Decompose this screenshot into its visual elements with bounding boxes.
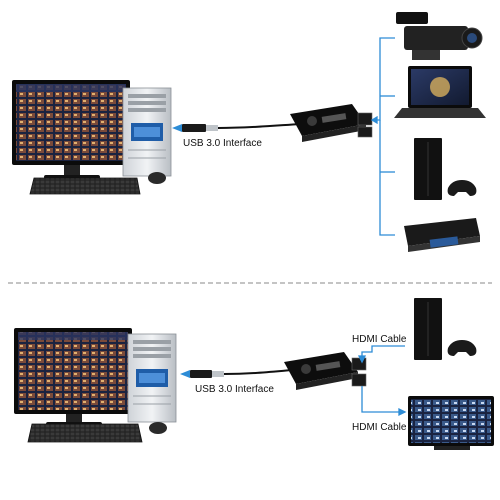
hdmi-output-label: HDMI Cable (352, 422, 407, 433)
bottom-pc-tower (127, 333, 177, 423)
top-mouse (148, 172, 166, 184)
top-hdmi-connectors (370, 37, 395, 236)
bottom-monitor (14, 328, 132, 426)
top-capture-device (290, 104, 373, 142)
bottom-game-console (414, 298, 477, 360)
bottom-tv-display (408, 396, 494, 450)
top-keyboard (29, 177, 141, 195)
bottom-mouse (149, 422, 167, 434)
bottom-keyboard (27, 423, 143, 443)
hdmi-input-label: HDMI Cable (352, 334, 407, 345)
blu-ray-device (404, 218, 480, 252)
laptop-device (394, 66, 486, 118)
top-usb-label: USB 3.0 Interface (183, 138, 262, 149)
game-console-device (414, 138, 477, 200)
bottom-usb-label: USB 3.0 Interface (195, 384, 274, 395)
bottom-usb-cable (180, 369, 293, 378)
camcorder-device (396, 12, 483, 60)
top-usb-cable (172, 123, 301, 132)
top-monitor (12, 80, 130, 179)
top-pc-tower (122, 87, 172, 177)
bottom-setup: USB 3.0 Interface HDMI Cable HDMI Cable (14, 298, 494, 450)
bottom-capture-device (284, 352, 367, 390)
bottom-hdmi-connectors (357, 345, 407, 417)
top-setup: USB 3.0 Interface (12, 12, 486, 252)
